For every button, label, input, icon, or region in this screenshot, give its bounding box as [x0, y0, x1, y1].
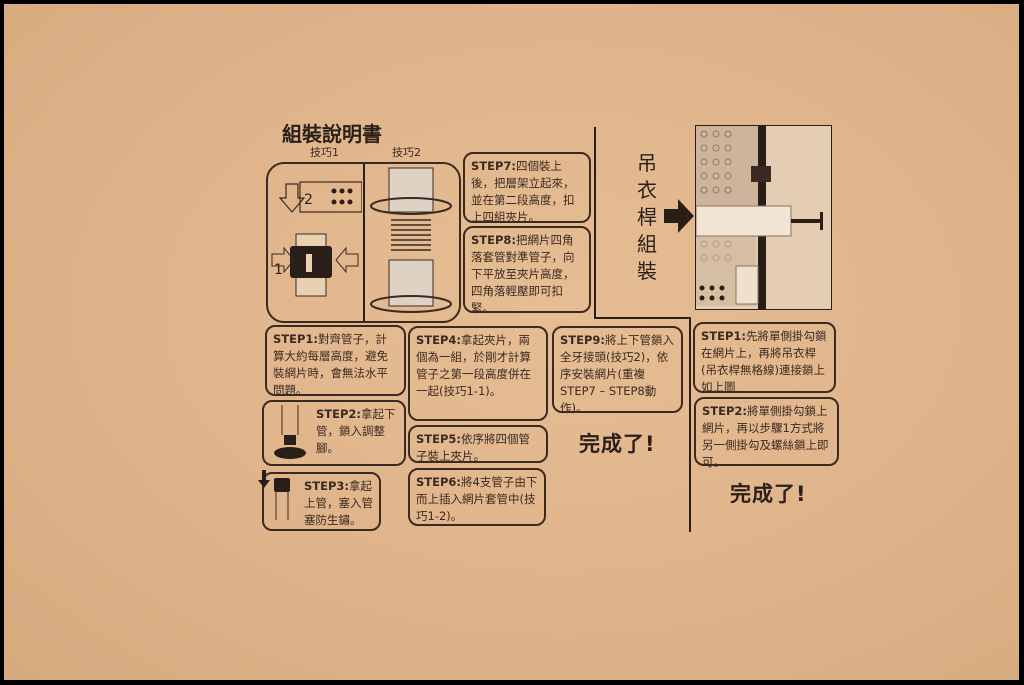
tip-2-label: 技巧2 [392, 146, 421, 159]
step2-box: STEP2:拿起下管，鎖入調整腳。 [262, 400, 406, 466]
step3-box: STEP3:拿起上管，塞入管塞防生鏽。 [258, 470, 381, 531]
tip-1-label: 技巧1 [310, 146, 339, 159]
tips-diagram: 2 1 [266, 162, 461, 323]
done-text-left: 完成了! [579, 432, 656, 456]
thread-joint-diagram-icon [370, 167, 452, 313]
rod-step1-box: STEP1:先將單側掛勾鎖在網片上，再將吊衣桿(吊衣桿無格線)連接鎖上如上圖 [693, 322, 836, 394]
svg-text:2: 2 [304, 192, 313, 208]
arrow-right-icon [664, 199, 694, 233]
cardboard-sheet [4, 4, 1019, 680]
page-title: 組裝說明書 [282, 122, 382, 146]
step6-box: STEP6:將4支管子由下而上插入網片套管中(技巧1-2)。 [408, 468, 546, 526]
divider [594, 317, 691, 319]
divider [594, 127, 596, 319]
svg-text:1: 1 [274, 262, 283, 278]
step8-box: STEP8:把網片四角落套管對準管子，向下平放至夾片高度，四角落輕壓即可扣緊。 [463, 226, 591, 315]
rod-section-title: 吊衣桿組裝 [637, 151, 657, 283]
rod-assembly-photo [695, 125, 832, 310]
divider [689, 317, 691, 532]
done-text-right: 完成了! [730, 482, 807, 506]
step5-box: STEP5:依序將四個管子裝上夾片。 [408, 425, 548, 463]
step9-box: STEP9:將上下管鎖入全牙接頭(技巧2)，依序安裝網片(重複STEP7 – S… [552, 326, 683, 415]
step4-box: STEP4:拿起夾片，兩個為一組，於剛才計算管子之第一段高度併在一起(技巧1-1… [408, 326, 548, 421]
pipe-cap-icon [258, 470, 290, 520]
step7-box: STEP7:四個裝上後，把層架立起來，並在第二段高度，扣上四組夾片。 [463, 152, 591, 224]
clip-diagram-icon: 2 1 [271, 181, 362, 297]
leveling-foot-icon [274, 405, 306, 459]
step1-box: STEP1:對齊管子，計算大約每層高度，避免裝網片時，會無法水平問題。 [265, 325, 406, 397]
rod-step2-box: STEP2:將單側掛勾鎖上網片，再以步驟1方式將另一側掛勾及螺絲鎖上即可。 [694, 397, 839, 469]
